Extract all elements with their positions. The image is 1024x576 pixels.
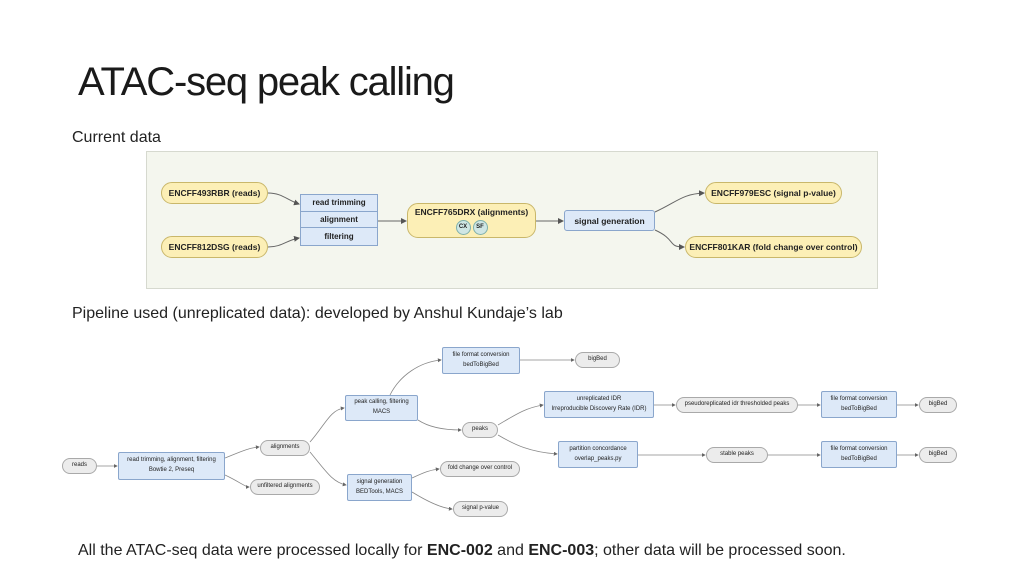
node-idr-tool: Irreproducible Discovery Rate (IDR) (551, 405, 647, 412)
node-partition-tool: overlap_peaks.py (574, 455, 622, 462)
node-bigbed-bot: bigBed (919, 447, 957, 463)
input-reads-1: ENCFF493RBR (reads) (161, 182, 268, 204)
node-partition-concordance: partition concordance overlap_peaks.py (558, 441, 638, 468)
node-file-conversion-mid: file format conversion bedToBigBed (821, 391, 897, 418)
node-file-conversion-mid-label: file format conversion (830, 395, 888, 402)
footer-enc-003: ENC-003 (528, 542, 595, 559)
node-alignments-label: alignments (270, 444, 300, 451)
node-partition-label: partition concordance (569, 445, 627, 452)
footer-note: All the ATAC-seq data were processed loc… (78, 542, 846, 560)
node-file-conversion-bot-label: file format conversion (830, 445, 888, 452)
sf-badge: SF (472, 219, 488, 235)
node-stable-peaks-label: stable peaks (720, 451, 754, 458)
node-reads-label: reads (71, 462, 87, 469)
signal-generation-node: signal generation (564, 210, 655, 231)
node-reads: reads (62, 458, 97, 474)
node-read-trimming: read trimming, alignment, filtering Bowt… (118, 452, 225, 480)
alignments-label: ENCFF765DRX (alignments) (414, 206, 529, 217)
current-data-label: Current data (72, 129, 161, 146)
node-signal-pvalue: signal p-value (453, 501, 508, 517)
cx-badge: CX (455, 219, 471, 235)
node-bigbed-top-label: bigBed (588, 356, 607, 363)
node-peak-calling-label: peak calling, filtering (354, 399, 409, 406)
node-unfiltered-alignments: unfiltered alignments (250, 479, 320, 495)
node-signal-pvalue-label: signal p-value (461, 505, 500, 512)
node-bigbed-bot-label: bigBed (928, 451, 948, 458)
node-file-conversion-mid-tool: bedToBigBed (841, 405, 877, 412)
step-read-trimming: read trimming (301, 195, 377, 212)
node-signal-generation: signal generation BEDTools, MACS (347, 474, 412, 501)
footer-suffix: ; other data will be processed soon. (594, 542, 846, 559)
footer-enc-002: ENC-002 (426, 542, 493, 559)
node-file-conversion-bot-tool: bedToBigBed (841, 455, 877, 462)
node-file-conversion-bot: file format conversion bedToBigBed (821, 441, 897, 468)
panel1-edges (267, 190, 705, 250)
node-file-conversion-top-tool: bedToBigBed (463, 361, 499, 368)
node-read-trimming-label: read trimming, alignment, filtering (127, 457, 216, 464)
input-reads-2: ENCFF812DSG (reads) (161, 236, 268, 258)
output-signal-pvalue: ENCFF979ESC (signal p-value) (705, 182, 842, 204)
node-peak-calling: peak calling, filtering MACS (345, 395, 418, 421)
node-fold-change-label: fold change over control (447, 465, 513, 472)
step-filtering: filtering (324, 232, 354, 242)
node-peak-calling-tool: MACS (372, 409, 391, 415)
footer-prefix: All the ATAC-seq data were processed loc… (78, 542, 427, 559)
node-file-conversion-top-label: file format conversion (452, 351, 510, 358)
step-alignment: alignment (301, 212, 377, 229)
node-idr-label: unreplicated IDR (576, 395, 622, 402)
node-bigbed-top: bigBed (575, 352, 620, 368)
node-peaks-label: peaks (471, 426, 488, 433)
node-file-conversion-top: file format conversion bedToBigBed (442, 347, 520, 374)
node-pseudoreplicated-peaks: pseudoreplicated idr thresholded peaks (676, 397, 798, 413)
node-fold-change: fold change over control (440, 461, 520, 477)
node-signal-generation-tools: BEDTools, MACS (355, 488, 403, 495)
node-signal-generation-label: signal generation (356, 478, 403, 485)
footer-middle: and (492, 542, 529, 559)
alignments-node: ENCFF765DRX (alignments) CX SF (407, 203, 536, 238)
node-read-trimming-tools: Bowtie 2, Preseq (148, 467, 195, 473)
node-peaks: peaks (462, 422, 498, 438)
pipeline-label: Pipeline used (unreplicated data): devel… (72, 305, 563, 322)
node-unreplicated-idr: unreplicated IDR Irreproducible Discover… (544, 391, 654, 418)
page-title: ATAC-seq peak calling (78, 60, 455, 104)
node-unfiltered-label: unfiltered alignments (257, 483, 313, 490)
node-bigbed-mid-label: bigBed (928, 401, 948, 408)
output-fold-change: ENCFF801KAR (fold change over control) (685, 236, 862, 258)
processing-steps: read trimming alignment filtering (300, 194, 378, 246)
node-bigbed-mid: bigBed (919, 397, 957, 413)
current-data-panel: ENCFF493RBR (reads) ENCFF812DSG (reads) … (146, 151, 878, 289)
node-alignments: alignments (260, 440, 310, 456)
node-stable-peaks: stable peaks (706, 447, 768, 463)
node-pseudoreplicated-label: pseudoreplicated idr thresholded peaks (684, 401, 790, 408)
